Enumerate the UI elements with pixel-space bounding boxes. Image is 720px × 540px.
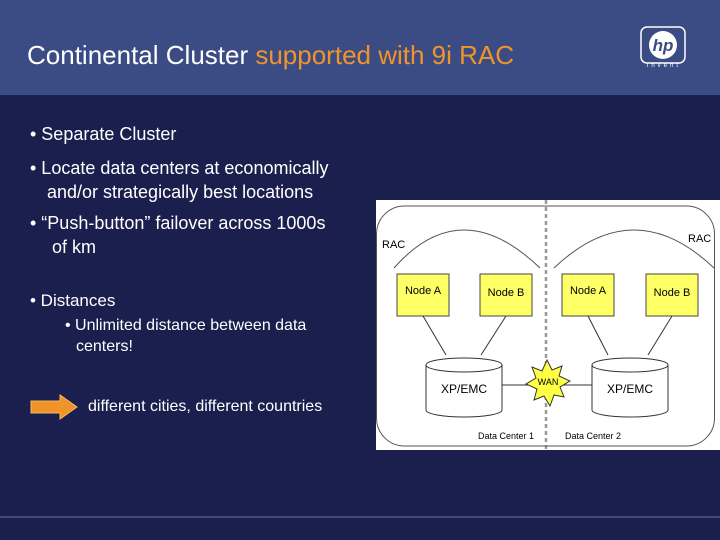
bullet-line: and/or strategically best locations [47, 182, 314, 202]
rac-arc-right [553, 229, 715, 269]
link-lines-dc1 [422, 315, 507, 356]
footer-divider [0, 516, 720, 518]
title-main: Continental Cluster [27, 40, 256, 70]
dc1-label: Data Center 1 [478, 431, 534, 441]
bullet-unlimited-distance: • Unlimited distance between data center… [65, 315, 306, 357]
node-box-b2: Node B [645, 273, 699, 317]
bullet-separate-cluster: • Separate Cluster [30, 124, 177, 144]
bullet-line: centers! [76, 338, 133, 355]
rac-label-left: RAC [382, 239, 405, 251]
node-label: Node A [405, 285, 442, 297]
cluster-diagram: RAC RAC Node A Node B Node A Node B XP/E… [376, 200, 720, 450]
bullet-line: • Unlimited distance between data [65, 317, 307, 334]
logo-text: hp [653, 36, 674, 55]
bullet-different-cities: different cities, different countries [88, 398, 323, 415]
node-box-b1: Node B [479, 273, 533, 317]
node-label: Node B [654, 287, 691, 299]
wan-label: WAN [538, 377, 559, 387]
header-bar [0, 0, 720, 95]
rac-label-right: RAC [688, 233, 711, 245]
storage-cylinder-1: XP/EMC [425, 357, 503, 418]
wan-burst-icon: WAN [524, 358, 572, 408]
node-label: Node B [488, 287, 525, 299]
node-label: Node A [570, 285, 607, 297]
bullet-distances: • Distances [30, 291, 116, 310]
bullet-locate-data-centers: • Locate data centers at economically an… [30, 156, 328, 204]
outer-frame [376, 205, 715, 447]
rac-arc-left [393, 229, 541, 269]
bullet-line: • “Push-button” failover across 1000s [30, 213, 326, 233]
node-box-a2: Node A [561, 273, 615, 317]
bullet-push-button-failover: • “Push-button” failover across 1000s of… [30, 211, 325, 259]
title-accent: supported with 9i RAC [255, 40, 515, 70]
logo-subtext: invent [646, 63, 681, 69]
dc2-label: Data Center 2 [565, 431, 621, 441]
bullet-line: • Locate data centers at economically [30, 158, 329, 178]
bullet-line: of km [52, 237, 97, 257]
slide-title: Continental Cluster supported with 9i RA… [27, 40, 514, 71]
arrow-right-icon [30, 394, 78, 420]
node-box-a1: Node A [396, 273, 450, 317]
link-lines-dc2 [587, 315, 673, 356]
hp-logo-icon: hp [640, 26, 686, 64]
storage-label: XP/EMC [607, 382, 653, 396]
storage-cylinder-2: XP/EMC [591, 357, 669, 418]
storage-label: XP/EMC [441, 382, 487, 396]
